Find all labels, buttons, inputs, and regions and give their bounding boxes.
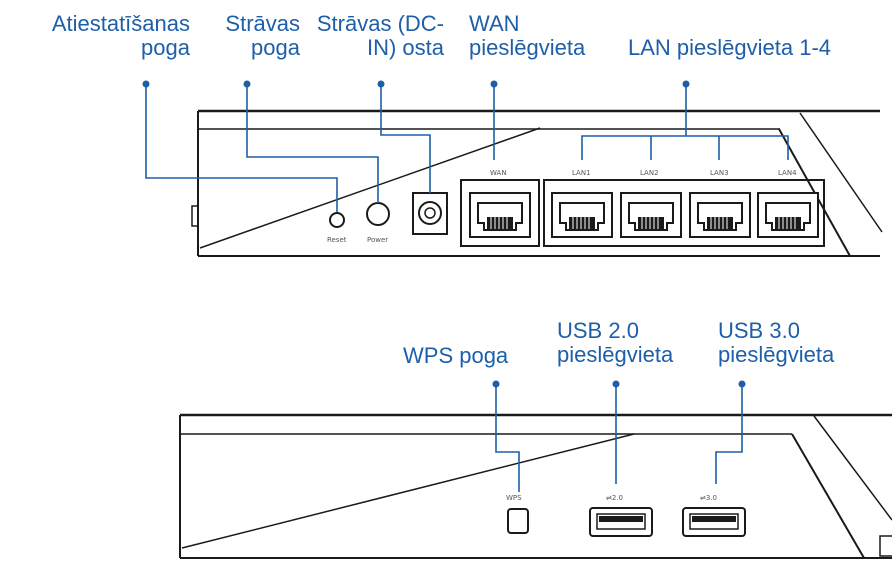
reset-label-line1: Atiestatīšanas <box>51 11 190 36</box>
lan-port-4[interactable] <box>757 192 819 238</box>
wan-device-text: WAN <box>490 169 507 177</box>
reset-button-label: Atiestatīšanas poga <box>6 12 190 60</box>
usb20-port[interactable] <box>589 507 653 537</box>
lan-port-2[interactable] <box>620 192 682 238</box>
lan2-device-text: LAN2 <box>640 169 659 177</box>
back-callouts <box>145 84 789 212</box>
dc-in-port[interactable] <box>412 192 448 235</box>
reset-button[interactable] <box>329 212 345 228</box>
usb30-label-line2: pieslēgvieta <box>718 342 835 367</box>
dc-in-port-label: Strāvas (DC- IN) osta <box>302 12 444 60</box>
power-button[interactable] <box>366 202 390 226</box>
dc-in-label-line1: Strāvas (DC- <box>316 11 444 36</box>
wps-label-line: WPS poga <box>403 343 509 368</box>
usb30-label-line1: USB 3.0 <box>718 318 800 343</box>
wps-device-text: WPS <box>506 494 522 502</box>
lan1-device-text: LAN1 <box>572 169 591 177</box>
usb30-port[interactable] <box>682 507 746 537</box>
lan4-device-text: LAN4 <box>778 169 797 177</box>
power-button-label: Strāvas poga <box>196 12 300 60</box>
wan-port-label: WAN pieslēgvieta <box>469 12 585 60</box>
front-panel <box>179 413 892 559</box>
usb20-device-text: ⇌2.0 <box>606 494 623 502</box>
power-label-line2: poga <box>251 35 300 60</box>
wps-button-label: WPS poga <box>403 344 508 368</box>
usb20-label-line1: USB 2.0 <box>557 318 639 343</box>
dc-in-label-line2: IN) osta <box>366 35 444 60</box>
front-callout-dots <box>492 380 746 388</box>
usb20-port-label: USB 2.0 pieslēgvieta <box>557 319 673 367</box>
reset-label-line2: poga <box>141 35 190 60</box>
wps-button[interactable] <box>507 508 529 534</box>
wan-label-line2: pieslēgvieta <box>469 35 586 60</box>
lan3-device-text: LAN3 <box>710 169 729 177</box>
reset-device-text: Reset <box>327 236 347 244</box>
lan-label-line: LAN pieslēgvieta 1-4 <box>628 35 832 60</box>
usb20-label-line2: pieslēgvieta <box>557 342 674 367</box>
lan-frame <box>543 179 825 247</box>
wan-label-line1: WAN <box>469 11 520 36</box>
wan-frame <box>460 179 540 247</box>
lan-ports-label: LAN pieslēgvieta 1-4 <box>628 36 831 60</box>
usb30-port-label: USB 3.0 pieslēgvieta <box>718 319 834 367</box>
front-callouts <box>495 384 743 492</box>
lan-port-1[interactable] <box>551 192 613 238</box>
lan-port-3[interactable] <box>689 192 751 238</box>
power-device-text: Power <box>367 236 388 244</box>
wan-port[interactable] <box>469 192 531 238</box>
usb30-device-text: ⇌3.0 <box>700 494 717 502</box>
back-callout-dots <box>142 80 690 88</box>
power-label-line1: Strāvas <box>225 11 300 36</box>
